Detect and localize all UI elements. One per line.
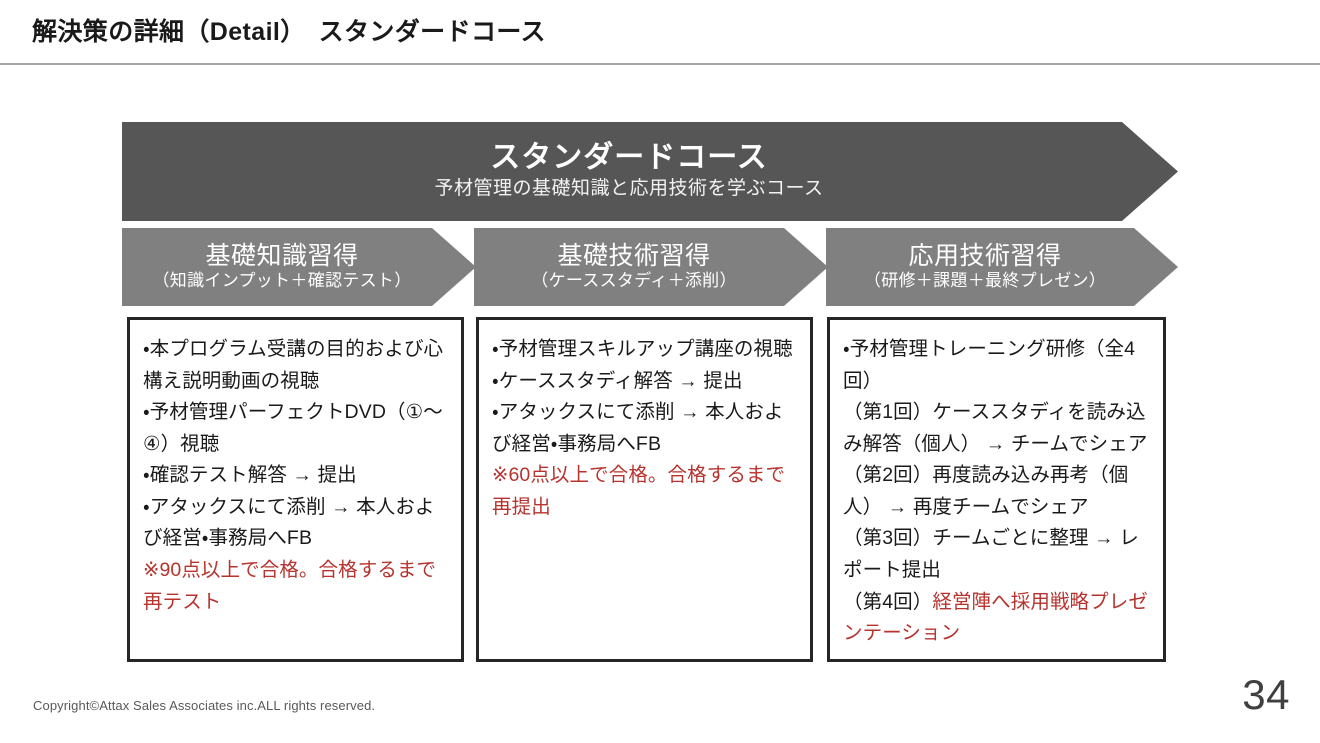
content-box-3: ・予材管理トレーニング研修（全4回） （第1回）ケーススタディを読み込み解答（個人…	[827, 317, 1166, 662]
header-divider	[0, 63, 1320, 65]
content-line-text: ・アタックスにて添削 → 本人および経営・事務局へFB	[492, 401, 784, 455]
content-line: ・アタックスにて添削 → 本人および経営・事務局へFB	[143, 492, 448, 555]
content-line-text: ・本プログラム受講の目的および心構え説明動画の視聴	[143, 338, 444, 392]
page-title: 解決策の詳細（Detail） スタンダードコース	[32, 18, 546, 46]
stage-3-name: 応用技術習得	[908, 242, 1062, 271]
course-banner-title: スタンダードコース	[490, 140, 768, 174]
content-line: （第3回）チームごとに整理 → レポート提出	[843, 523, 1150, 586]
content-line-text: （第4回）	[843, 590, 933, 613]
content-line-text: （第3回）チームごとに整理 → レポート提出	[843, 527, 1139, 582]
stage-1-subtitle: （知識インプット＋確認テスト）	[152, 271, 412, 291]
page-number: 34	[1242, 671, 1290, 718]
content-line: ・確認テスト解答 → 提出	[143, 460, 448, 492]
content-line: （第2回）再度読み込み再考（個人） → 再度チームでシェア	[843, 460, 1150, 523]
content-line: ・ケーススタディ解答 → 提出	[492, 366, 797, 398]
content-line: ・予材管理パーフェクトDVD（①～④）視聴	[143, 397, 448, 460]
content-line: ・アタックスにて添削 → 本人および経営・事務局へFB	[492, 397, 797, 460]
content-line-text: （第1回）ケーススタディを読み込み解答（個人） → チームでシェア	[843, 401, 1148, 455]
content-line: ・予材管理トレーニング研修（全4回）	[843, 334, 1150, 397]
content-line: ・予材管理スキルアップ講座の視聴	[492, 334, 797, 366]
content-box-2-body: ・予材管理スキルアップ講座の視聴・ケーススタディ解答 → 提出・アタックスにて添…	[492, 334, 797, 523]
stage-arrow-3: 応用技術習得 （研修＋課題＋最終プレゼン）	[826, 228, 1178, 306]
content-line: （第1回）ケーススタディを読み込み解答（個人） → チームでシェア	[843, 397, 1150, 460]
content-line-text: ・ケーススタディ解答 → 提出	[492, 369, 743, 392]
content-line-text: ※60点以上で合格。合格するまで再提出	[492, 464, 786, 518]
content-box-1-body: ・本プログラム受講の目的および心構え説明動画の視聴・予材管理パーフェクトDVD（…	[143, 334, 448, 618]
stage-2-subtitle: （ケーススタディ＋添削）	[531, 271, 737, 291]
content-line-text: （第2回）再度読み込み再考（個人） → 再度チームでシェア	[843, 464, 1129, 518]
content-box-1: ・本プログラム受講の目的および心構え説明動画の視聴・予材管理パーフェクトDVD（…	[127, 317, 464, 662]
content-box-3-body: ・予材管理トレーニング研修（全4回） （第1回）ケーススタディを読み込み解答（個人…	[843, 334, 1150, 650]
stage-2-name: 基礎技術習得	[557, 242, 711, 271]
content-line-text: ・確認テスト解答 → 提出	[143, 464, 357, 487]
course-banner-subtitle: 予材管理の基礎知識と応用技術を学ぶコース	[434, 178, 824, 200]
content-box-2: ・予材管理スキルアップ講座の視聴・ケーススタディ解答 → 提出・アタックスにて添…	[476, 317, 813, 662]
content-line-text: ・アタックスにて添削 → 本人および経営・事務局へFB	[143, 495, 435, 550]
course-banner: スタンダードコース 予材管理の基礎知識と応用技術を学ぶコース	[122, 122, 1178, 221]
content-line: （第4回）経営陣へ採用戦略プレゼンテーション	[843, 587, 1150, 650]
copyright-notice: Copyright©Attax Sales Associates inc.ALL…	[33, 698, 376, 713]
stage-3-subtitle: （研修＋課題＋最終プレゼン）	[863, 271, 1107, 291]
content-line-text: ・予材管理パーフェクトDVD（①～④）視聴	[143, 401, 443, 455]
content-line: ※60点以上で合格。合格するまで再提出	[492, 460, 797, 523]
content-line-text: ・予材管理トレーニング研修（全4回）	[843, 338, 1136, 392]
stage-arrow-2: 基礎技術習得 （ケーススタディ＋添削）	[474, 228, 828, 306]
content-line-emphasis: 経営陣へ採用戦略プレゼンテーション	[843, 590, 1148, 645]
content-line: ・本プログラム受講の目的および心構え説明動画の視聴	[143, 334, 448, 397]
stage-arrow-1: 基礎知識習得 （知識インプット＋確認テスト）	[122, 228, 476, 306]
slide-header: 解決策の詳細（Detail） スタンダードコース	[0, 0, 1320, 65]
stage-1-name: 基礎知識習得	[205, 242, 359, 271]
content-line-text: ※90点以上で合格。合格するまで再テスト	[143, 559, 437, 613]
content-line: ※90点以上で合格。合格するまで再テスト	[143, 555, 448, 618]
content-line-text: ・予材管理スキルアップ講座の視聴	[492, 338, 793, 360]
